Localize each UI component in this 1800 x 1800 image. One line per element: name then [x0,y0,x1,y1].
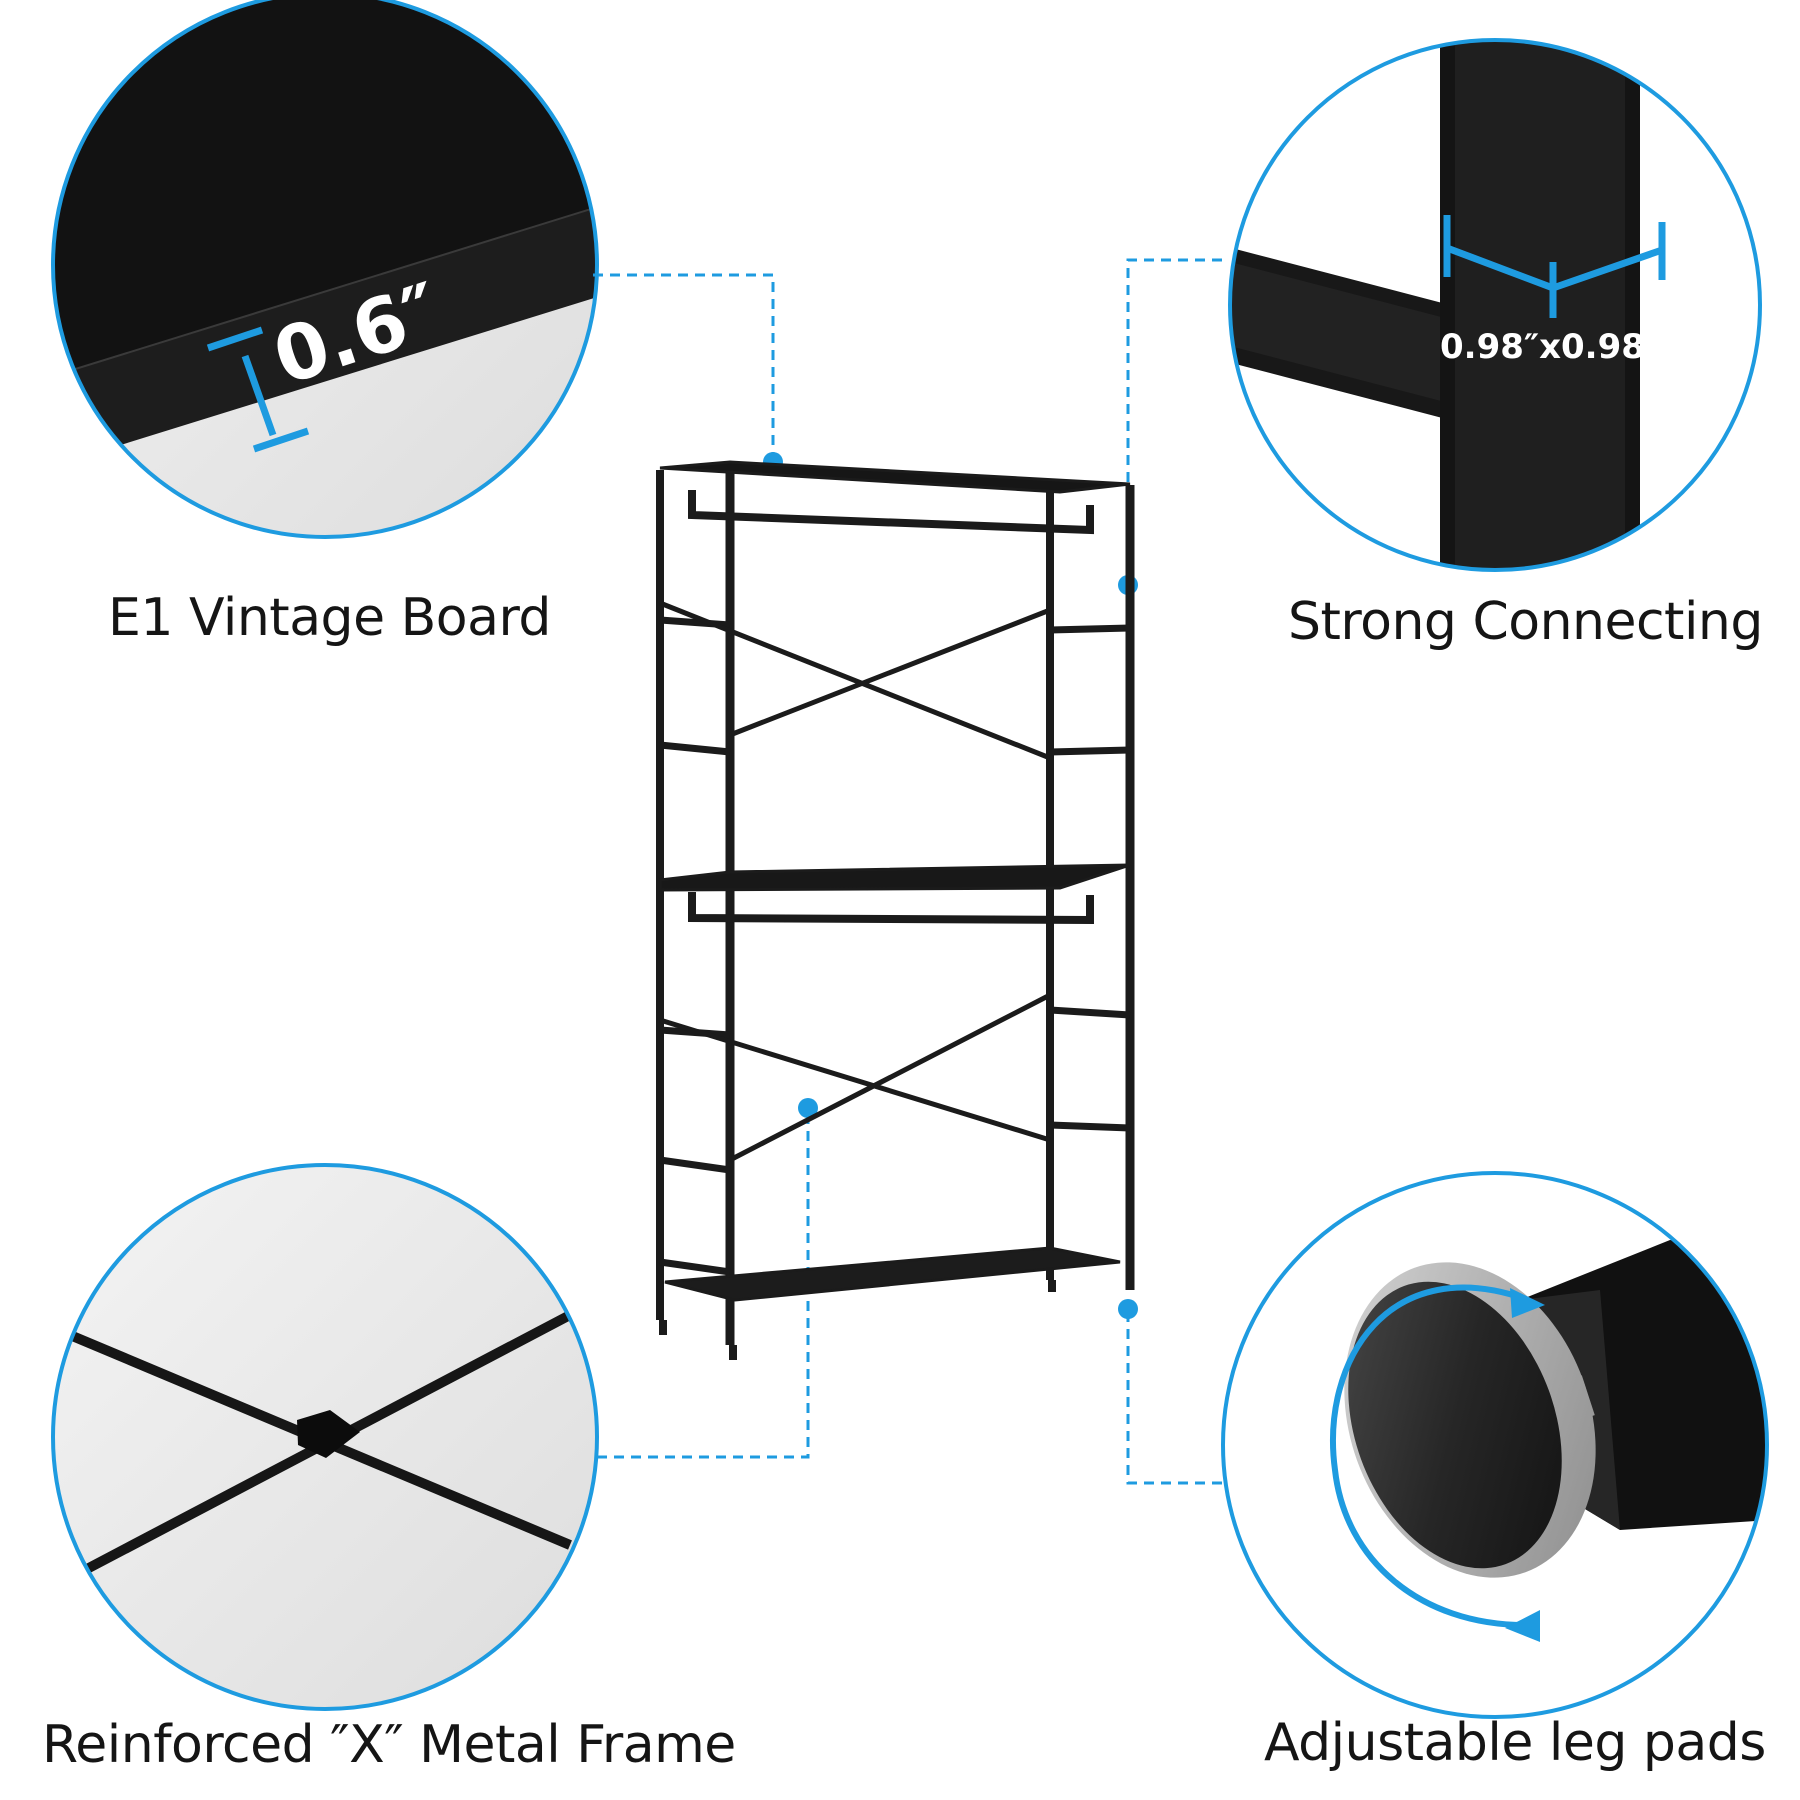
connecting-caption: Strong Connecting [1288,592,1763,652]
x-frame-callout [51,1163,599,1711]
leg-pad-caption: Adjustable leg pads [1264,1713,1766,1773]
rotation-arrow-icon [1330,1284,1530,1628]
shelf-product [656,460,1135,1360]
leader-board [593,273,775,462]
frame-caption: Reinforced ″X″ Metal Frame [42,1715,736,1775]
board-closeup-image [53,0,597,537]
board-caption: E1 Vintage Board [108,588,551,648]
leader-lines [593,258,1222,1485]
x-frame-inset-border [51,1163,599,1711]
leg-pad-closeup-image [1223,1173,1767,1717]
leader-frame [597,1108,810,1459]
width-marker [1443,215,1666,318]
connector-closeup-image [1230,40,1760,570]
thickness-marker [206,326,310,453]
rotation-arrowhead-bottom [1505,1610,1540,1642]
leader-leg [1126,1309,1222,1485]
connecting-callout: 0.98″x0.98″ [1228,38,1762,572]
post-dimension-label: 0.98″x0.98″ [1440,327,1660,367]
leg-pad-callout [1221,1171,1769,1719]
board-thickness-callout: 0.6″ [51,0,599,539]
leader-connecting [1126,258,1222,585]
rotation-arrowhead-top [1510,1288,1545,1318]
leg-pad-inset-border [1221,1171,1769,1719]
x-frame-closeup-image [53,1165,597,1709]
connector-inset-border [1228,38,1762,572]
board-inset-border [51,0,599,539]
